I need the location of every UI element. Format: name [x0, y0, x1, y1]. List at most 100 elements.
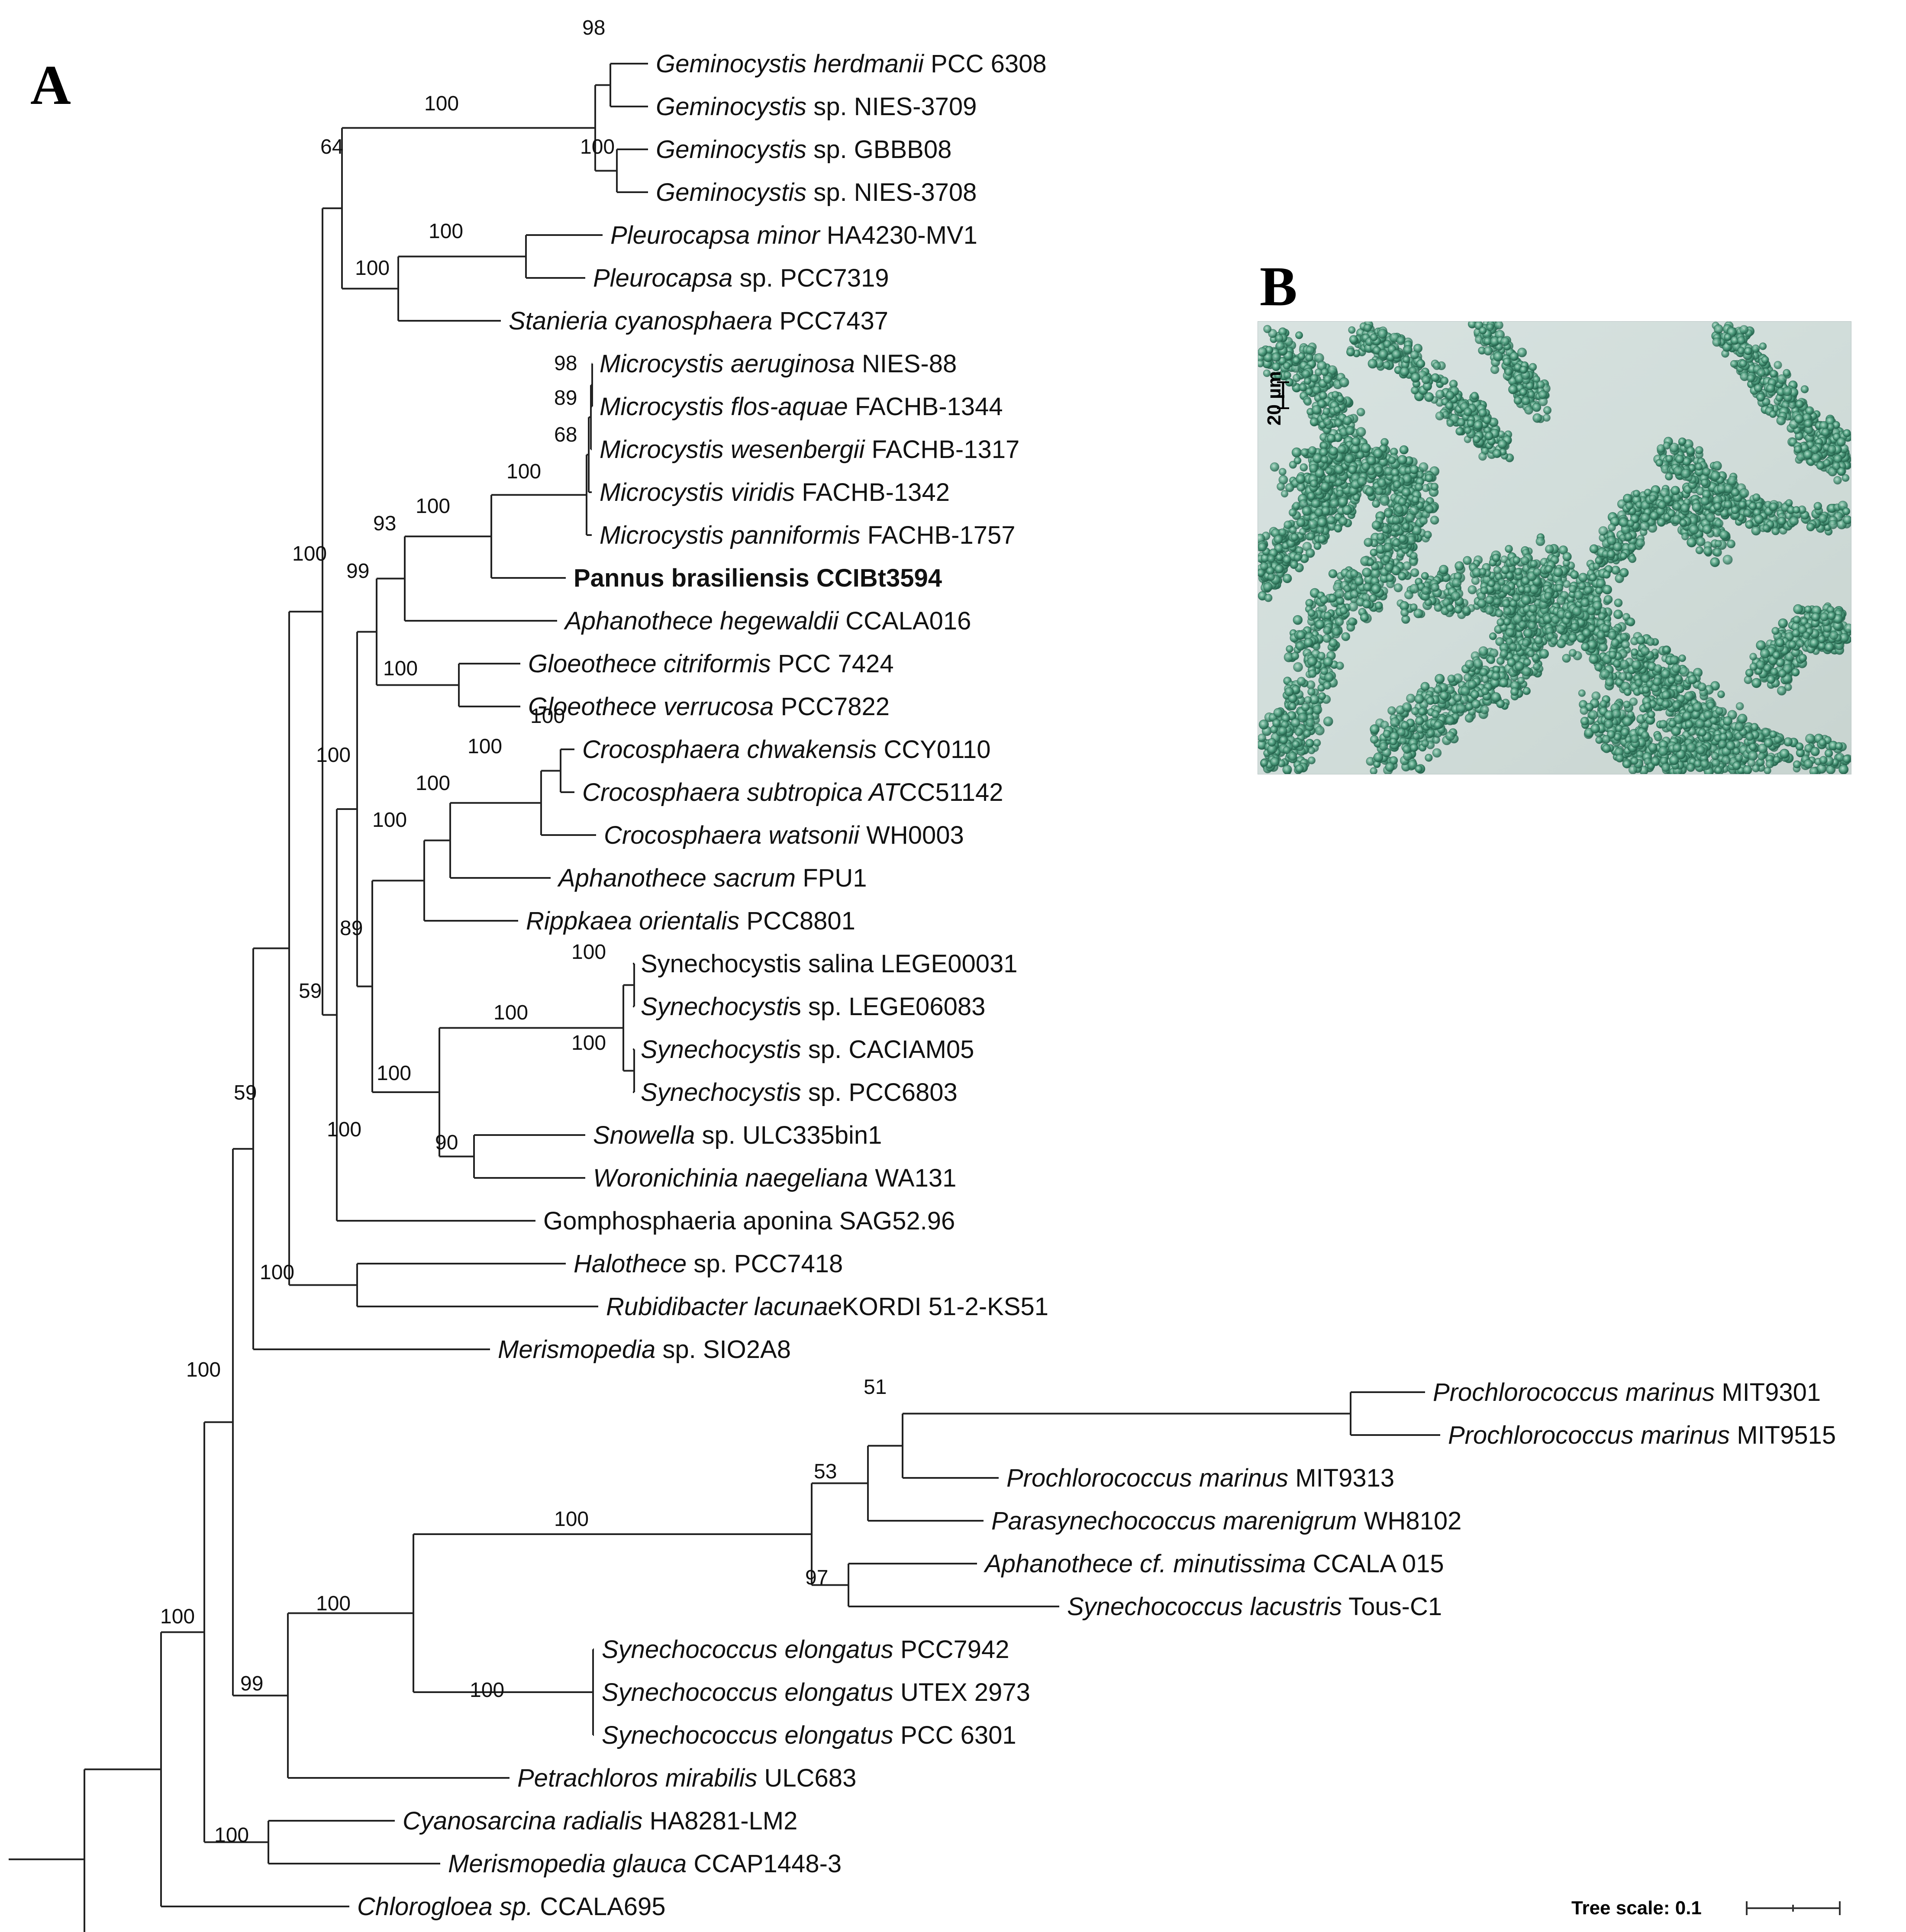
leaf-taxon-italic: Microcystis wesenbergii [600, 435, 866, 464]
leaf-strain: UTEX 2973 [893, 1678, 1030, 1706]
bootstrap-value: 64 [320, 135, 343, 158]
leaf-taxon-italic: Synechocysti [641, 993, 790, 1021]
leaf-label: Stanieria cyanosphaera PCC7437 [509, 307, 888, 335]
leaf-strain: FACHB-1317 [864, 435, 1019, 464]
leaf-label: Synechococcus elongatus PCC7942 [602, 1635, 1009, 1664]
leaf-label: Rubidibacter lacunaeKORDI 51-2-KS51 [606, 1293, 1048, 1321]
leaf-label: Parasynechococcus marenigrum WH8102 [991, 1507, 1461, 1535]
leaf-label: Crocosphaera chwakensis CCY0110 [582, 735, 991, 764]
leaf-taxon-italic: Geminocystis [656, 178, 806, 206]
leaf-strain: WH0003 [859, 821, 964, 849]
leaf-label: Synechocystis sp. PCC6803 [641, 1078, 958, 1106]
bootstrap-value: 99 [346, 560, 369, 583]
bootstrap-value: 100 [327, 1118, 361, 1141]
leaf-taxon-italic: Pleurocapsa [593, 264, 732, 292]
leaf-label: Rippkaea orientalis PCC8801 [526, 907, 855, 935]
leaf-label: Crocosphaera subtropica ATCC51142 [582, 778, 1003, 806]
leaf-label: Prochlorococcus marinus MIT9515 [1448, 1421, 1836, 1449]
tree-branches [9, 63, 1440, 1932]
leaf-strain: FACHB-1344 [848, 393, 1003, 421]
leaf-taxon-italic: Prochlorococcus marinus [1006, 1464, 1288, 1492]
leaf-taxon-italic: Geminocystis [656, 93, 806, 121]
leaf-strain: Pannus brasiliensis CCIBt3594 [574, 564, 942, 592]
leaf-strain: CC51142 [899, 778, 1003, 806]
tree-scale: Tree scale: 0.1 [1571, 1897, 1841, 1919]
leaf-taxon-italic: Snowella [593, 1121, 695, 1149]
leaf-label: Gloeothece citriformis PCC 7424 [528, 650, 894, 678]
bootstrap-value: 100 [316, 744, 351, 767]
leaf-label: Pleurocapsa minor HA4230-MV1 [610, 221, 977, 249]
bootstrap-value: 98 [554, 352, 577, 375]
leaf-label: Halothece sp. PCC7418 [574, 1250, 843, 1278]
leaf-label: Gloeothece verrucosa PCC7822 [528, 693, 890, 721]
leaf-label: Petrachloros mirabilis ULC683 [517, 1764, 856, 1792]
leaf-label: Prochlorococcus marinus MIT9301 [1433, 1378, 1821, 1406]
leaf-label: Aphanothece cf. minutissima CCALA 015 [984, 1550, 1444, 1578]
bootstrap-value: 100 [424, 92, 459, 115]
leaf-label: Merismopedia glauca CCAP1448-3 [448, 1850, 842, 1878]
leaf-taxon-italic: Aphanothece sacrum [557, 864, 796, 892]
leaf-taxon-italic: Merismopedia [498, 1335, 655, 1364]
leaf-strain: CCALA 015 [1306, 1550, 1444, 1578]
leaf-taxon-italic: Crocosphaera subtropica AT [582, 778, 900, 806]
bootstrap-value: 100 [470, 1679, 504, 1702]
leaf-strain: PCC 6301 [893, 1721, 1016, 1749]
leaf-strain: sp. GBBB08 [806, 135, 951, 164]
leaf-strain: Gomphosphaeria aponina SAG52.96 [543, 1207, 955, 1235]
leaf-taxon-italic: Microcystis aeruginosa [600, 350, 855, 378]
leaf-strain: PCC7822 [774, 693, 890, 721]
leaf-strain: Synechocystis salina LEGE00031 [641, 950, 1018, 978]
leaf-strain: CCALA695 [533, 1893, 665, 1921]
bootstrap-value: 100 [493, 1001, 528, 1024]
leaf-label: Geminocystis sp. GBBB08 [656, 135, 951, 164]
leaf-strain: PCC7942 [893, 1635, 1009, 1664]
leaf-label: Geminocystis sp. NIES-3709 [656, 93, 977, 121]
bootstrap-value: 51 [864, 1376, 887, 1399]
leaf-taxon-italic: Stanieria cyanosphaera [509, 307, 772, 335]
leaf-label: Crocosphaera watsonii WH0003 [604, 821, 964, 849]
bootstrap-value: 100 [571, 941, 606, 964]
leaf-taxon-italic: Synechocystis [641, 1035, 801, 1064]
bootstrap-value: 100 [429, 220, 463, 243]
leaf-taxon-italic: Rubidibacter lacunae [606, 1293, 842, 1321]
leaf-strain: PCC7437 [772, 307, 888, 335]
leaf-strain: sp. PCC6803 [801, 1078, 958, 1106]
microscopy-image: 20 µm [1258, 321, 1851, 774]
leaf-taxon-italic: Microcystis flos-aquae [600, 393, 848, 421]
leaf-strain: NIES-88 [855, 350, 957, 378]
leaf-taxon-italic: Halothece [574, 1250, 687, 1278]
leaf-label: Chlorogloea sp. CCALA695 [357, 1893, 666, 1921]
bootstrap-value: 98 [582, 16, 605, 39]
leaf-taxon-italic: Parasynechococcus marenigrum [991, 1507, 1357, 1535]
bootstrap-value: 59 [299, 980, 322, 1003]
bootstrap-value: 100 [260, 1261, 294, 1284]
tree-scale-label: Tree scale: 0.1 [1571, 1897, 1702, 1919]
leaf-taxon-italic: Prochlorococcus marinus [1448, 1421, 1730, 1449]
leaf-strain: sp. NIES-3708 [806, 178, 977, 206]
leaf-taxon-italic: Synechococcus lacustris [1067, 1593, 1342, 1621]
leaf-label: Geminocystis herdmanii PCC 6308 [656, 50, 1047, 78]
leaf-taxon-italic: Geminocystis [656, 135, 806, 164]
bootstrap-value: 100 [377, 1062, 411, 1085]
bootstrap-value: 59 [234, 1081, 257, 1104]
bootstrap-value: 100 [580, 135, 615, 158]
bootstrap-value: 100 [416, 495, 450, 518]
leaf-strain: MIT9301 [1715, 1378, 1821, 1406]
leaf-label: Synechocystis sp. CACIAM05 [641, 1035, 974, 1064]
bootstrap-value: 100 [160, 1605, 195, 1628]
leaf-taxon-italic: Crocosphaera watsonii [604, 821, 860, 849]
leaf-strain: ULC683 [757, 1764, 856, 1792]
leaf-label: Microcystis aeruginosa NIES-88 [600, 350, 957, 378]
bootstrap-value: 99 [240, 1672, 263, 1695]
leaf-label: Synechococcus elongatus PCC 6301 [602, 1721, 1016, 1749]
bootstrap-value: 100 [416, 772, 450, 795]
bootstrap-value: 89 [554, 387, 577, 410]
bootstrap-value: 90 [435, 1131, 458, 1154]
leaf-strain: FACHB-1342 [795, 478, 950, 506]
leaf-taxon-italic: Gloeothece citriformis [528, 650, 771, 678]
leaf-strain: HA8281-LM2 [642, 1807, 797, 1835]
leaf-taxon-italic: Synechococcus elongatus [602, 1721, 893, 1749]
micro-scale-label: 20 µm [1264, 371, 1285, 426]
bootstrap-value: 100 [383, 657, 418, 680]
